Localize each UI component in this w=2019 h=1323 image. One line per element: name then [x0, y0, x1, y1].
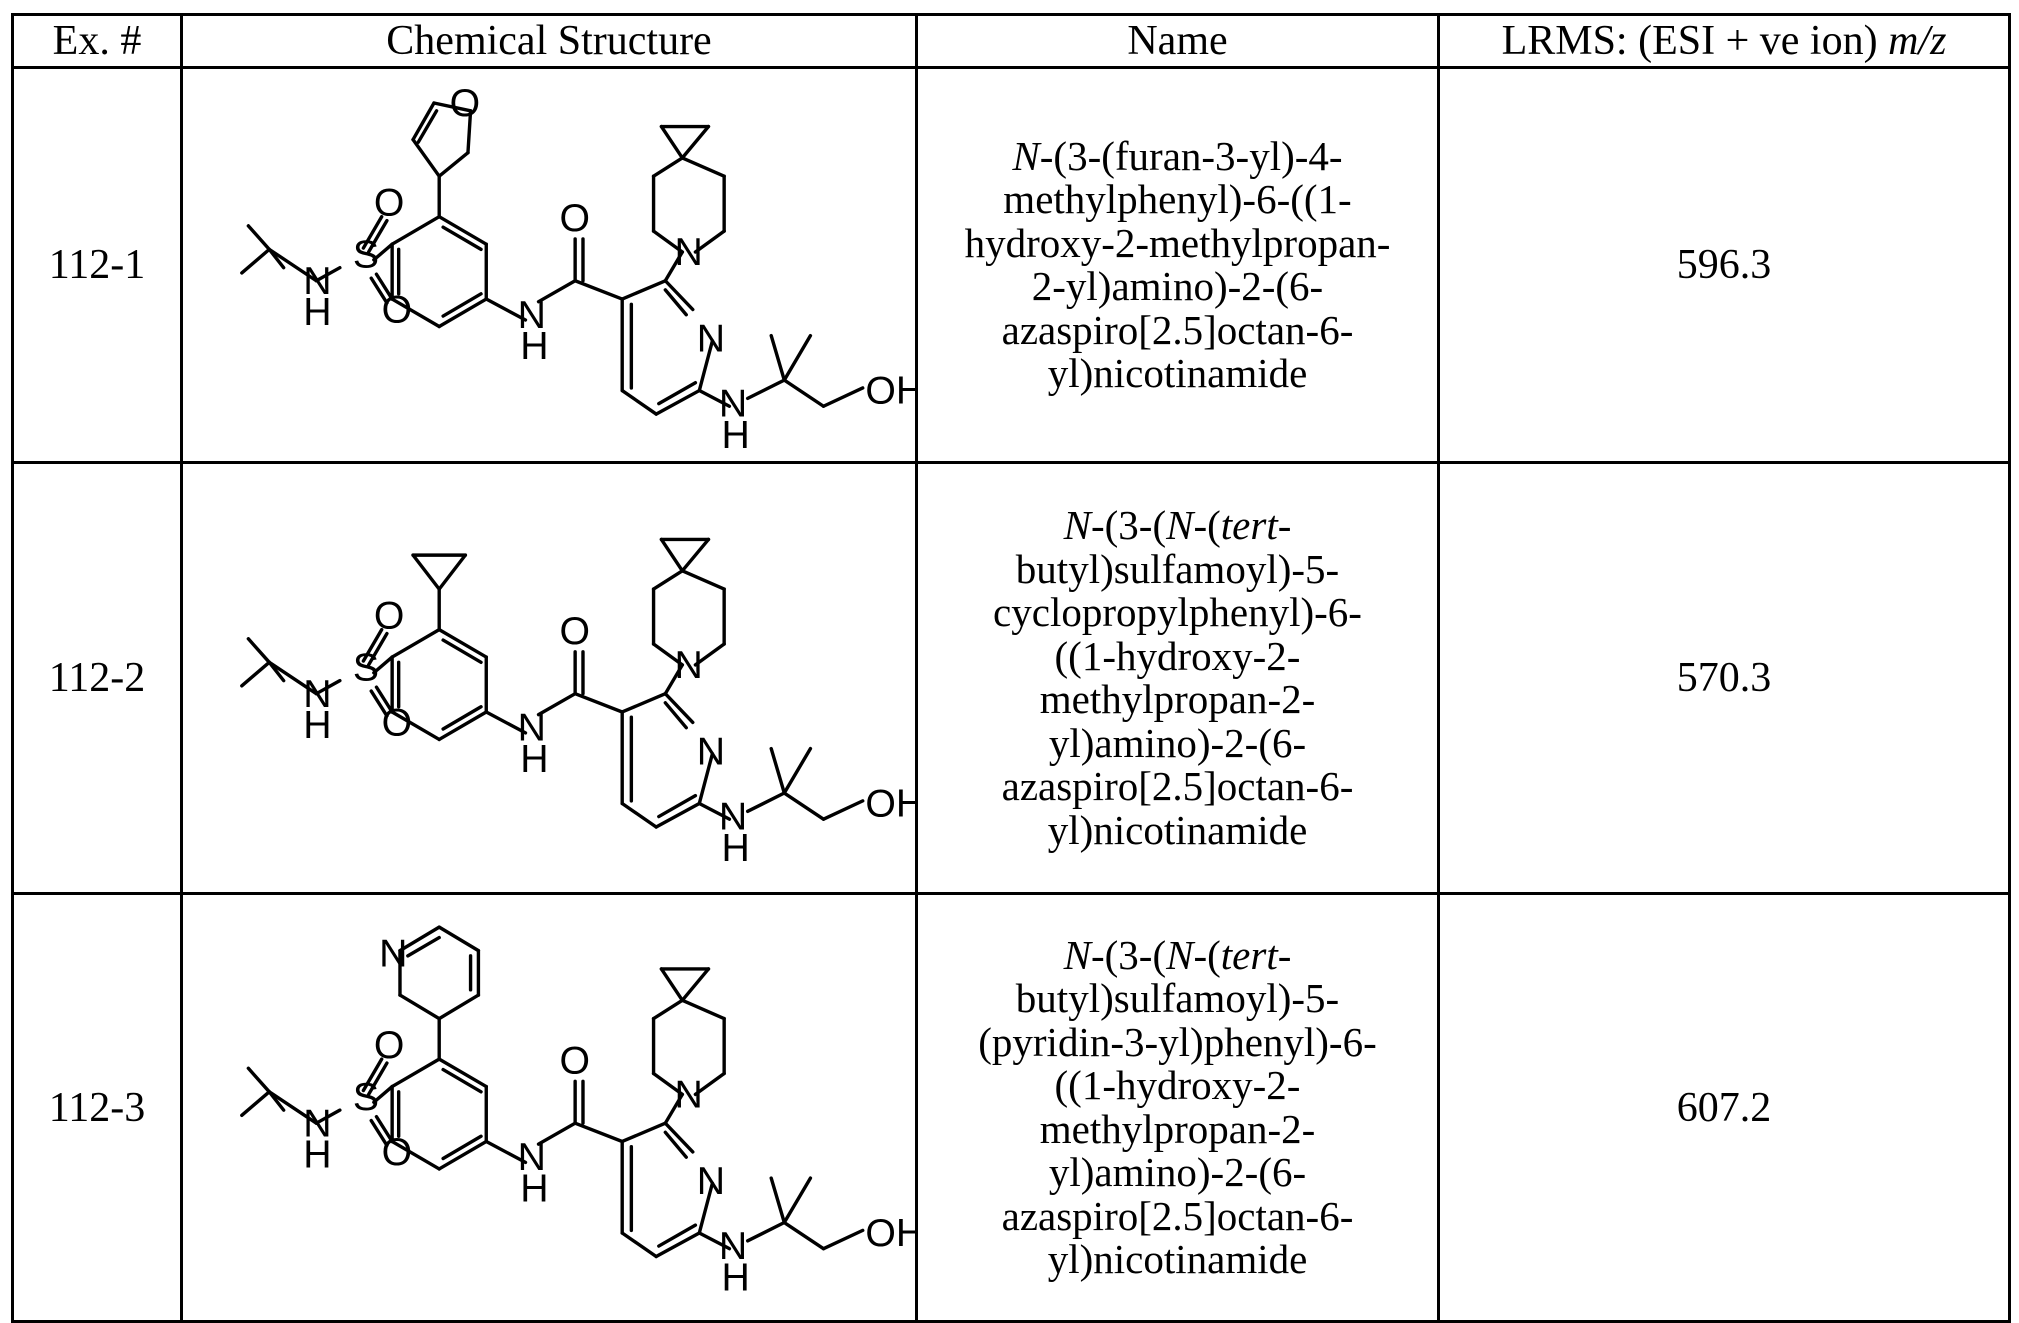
name-line: N-(3-(N-(tert- — [918, 504, 1437, 548]
atom-label: O — [374, 1024, 405, 1067]
name-line: ((1-hydroxy-2- — [918, 1064, 1437, 1108]
atom-label: N — [697, 1160, 725, 1203]
header-ex: Ex. # — [13, 15, 182, 68]
lrms-value: 570.3 — [1439, 463, 2010, 894]
table-row: 112-2 NNONHSOONHNHOH N-(3-(N-(tert-butyl… — [13, 463, 2010, 894]
chemical-structure: NNONHSOONHNHOH — [182, 463, 917, 894]
table-row: 112-1 NNONHSOONHNHOHO N-(3-(furan-3-yl)-… — [13, 68, 2010, 463]
compound-table: Ex. # Chemical Structure Name LRMS: (ESI… — [11, 13, 2011, 1323]
table-row: 112-3 NNONHSOONHNHOHN N-(3-(N-(tert-buty… — [13, 894, 2010, 1322]
atom-label: O — [559, 1040, 590, 1083]
atom-label: H — [303, 1134, 331, 1177]
atom-label: H — [520, 738, 548, 781]
name-line: methylpropan-2- — [918, 678, 1437, 722]
atom-label: O — [382, 289, 413, 332]
lrms-value: 596.3 — [1439, 68, 2010, 463]
atom-label: N — [697, 317, 725, 360]
name-line: ((1-hydroxy-2- — [918, 635, 1437, 679]
atom-label: N — [379, 932, 407, 975]
lrms-value: 607.2 — [1439, 894, 2010, 1322]
header-lrms-unit: m/z — [1888, 18, 1946, 64]
atom-label: O — [559, 610, 590, 653]
name-line: azaspiro[2.5]octan-6- — [918, 1195, 1437, 1239]
compound-name: N-(3-(furan-3-yl)-4-methylphenyl)-6-((1-… — [917, 68, 1439, 463]
ex-number: 112-1 — [13, 68, 182, 463]
name-line: butyl)sulfamoyl)-5- — [918, 977, 1437, 1021]
atom-label: N — [674, 231, 702, 274]
atom-label: OH — [865, 370, 915, 413]
name-line: yl)amino)-2-(6- — [918, 1151, 1437, 1195]
name-line: (pyridin-3-yl)phenyl)-6- — [918, 1021, 1437, 1065]
name-line: 2-yl)amino)-2-(6- — [918, 265, 1437, 309]
ex-number: 112-3 — [13, 894, 182, 1322]
name-line: methylpropan-2- — [918, 1108, 1437, 1152]
atom-label: H — [520, 1168, 548, 1211]
atom-label: N — [697, 730, 725, 773]
header-name: Name — [917, 15, 1439, 68]
atom-label: N — [674, 1074, 702, 1117]
atom-label: H — [303, 704, 331, 747]
atom-label: O — [450, 82, 481, 125]
atom-label: O — [559, 197, 590, 240]
atom-label: H — [303, 291, 331, 334]
molecule-drawing: NNONHSOONHNHOH — [183, 464, 915, 892]
header-lrms-text: LRMS: (ESI + ve ion) — [1502, 18, 1889, 64]
atom-label: OH — [865, 783, 915, 826]
name-line: methylphenyl)-6-((1- — [918, 178, 1437, 222]
atom-label: H — [520, 325, 548, 368]
atom-label: O — [374, 594, 405, 637]
name-line: yl)amino)-2-(6- — [918, 722, 1437, 766]
atom-label: N — [674, 644, 702, 687]
compound-name: N-(3-(N-(tert-butyl)sulfamoyl)-5-cyclopr… — [917, 463, 1439, 894]
name-line: azaspiro[2.5]octan-6- — [918, 309, 1437, 353]
name-line: N-(3-(furan-3-yl)-4- — [918, 135, 1437, 179]
header-lrms: LRMS: (ESI + ve ion) m/z — [1439, 15, 2010, 68]
name-line: yl)nicotinamide — [918, 352, 1437, 396]
atom-label: H — [722, 827, 750, 870]
atom-label: S — [353, 1076, 379, 1119]
atom-label: O — [382, 702, 413, 745]
document-page: Ex. # Chemical Structure Name LRMS: (ESI… — [0, 0, 2019, 1260]
compound-name: N-(3-(N-(tert-butyl)sulfamoyl)-5-(pyridi… — [917, 894, 1439, 1322]
header-row: Ex. # Chemical Structure Name LRMS: (ESI… — [13, 15, 2010, 68]
atom-label: O — [374, 181, 404, 224]
atom-label: H — [722, 414, 750, 457]
name-line: azaspiro[2.5]octan-6- — [918, 765, 1437, 809]
name-line: N-(3-(N-(tert- — [918, 934, 1437, 978]
name-line: hydroxy-2-methylpropan- — [918, 222, 1437, 266]
header-structure: Chemical Structure — [182, 15, 917, 68]
atom-label: S — [353, 647, 379, 690]
chemical-structure: NNONHSOONHNHOHN — [182, 894, 917, 1322]
atom-label: O — [382, 1131, 413, 1174]
ex-number: 112-2 — [13, 463, 182, 894]
molecule-drawing: NNONHSOONHNHOHO — [183, 69, 915, 461]
molecule-drawing: NNONHSOONHNHOHN — [183, 895, 915, 1320]
chemical-structure: NNONHSOONHNHOHO — [182, 68, 917, 463]
name-line: butyl)sulfamoyl)-5- — [918, 548, 1437, 592]
name-line: yl)nicotinamide — [918, 809, 1437, 853]
atom-label: S — [353, 234, 379, 277]
atom-label: OH — [865, 1212, 915, 1255]
atom-label: H — [722, 1257, 750, 1300]
name-line: cyclopropylphenyl)-6- — [918, 591, 1437, 635]
